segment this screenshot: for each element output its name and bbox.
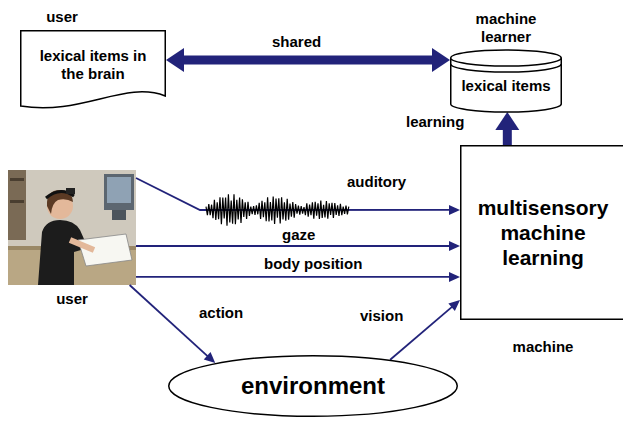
outline-path: [451, 50, 562, 66]
body-text: lexical items in the brain: [31, 47, 155, 83]
edge-label: gaze: [280, 226, 317, 244]
heading-text: user: [0, 290, 156, 308]
heading-text: environment: [241, 372, 385, 401]
connector-line: [136, 245, 451, 247]
document-box: userlexical items in the brain: [20, 30, 166, 110]
heading-text: user: [20, 8, 104, 26]
heading-text: multisensory machine learning: [468, 195, 618, 271]
arrow-head: [449, 205, 460, 215]
arrow-head: [166, 48, 184, 72]
thick-arrow: [495, 112, 519, 145]
thick-arrow: [166, 48, 450, 72]
edge-label: vision: [358, 307, 405, 325]
outline-path: [451, 64, 562, 72]
user-photo-frame: user: [8, 170, 136, 285]
outline-path: [461, 146, 623, 320]
arrow-head: [432, 48, 450, 72]
arrow-head: [495, 112, 519, 130]
arrow-head: [449, 272, 460, 282]
process-box: multisensory machine learningmachine: [460, 145, 623, 320]
arrow-head: [449, 241, 460, 251]
edge-label: auditory: [345, 173, 408, 191]
edge-label: learning: [404, 113, 466, 131]
connector-line: [181, 56, 434, 65]
signal-arrow: [136, 272, 460, 282]
body-text: machine: [440, 338, 623, 356]
edge-label: shared: [270, 33, 323, 51]
outline-path: [169, 356, 458, 416]
outline-path: [21, 31, 166, 108]
arrow-head: [448, 300, 460, 311]
heading-text: machine learner: [464, 10, 548, 46]
environment-ellipse: environment: [168, 355, 458, 417]
signal-arrow: [130, 285, 216, 363]
database-cylinder: machine learnerlexical items: [450, 50, 562, 112]
edge-label: body position: [262, 255, 364, 273]
body-text: lexical items: [450, 77, 562, 95]
edge-label: action: [197, 304, 245, 322]
connector-line: [136, 276, 451, 278]
arrow-head: [204, 352, 215, 363]
waveform-trace: [206, 194, 349, 225]
